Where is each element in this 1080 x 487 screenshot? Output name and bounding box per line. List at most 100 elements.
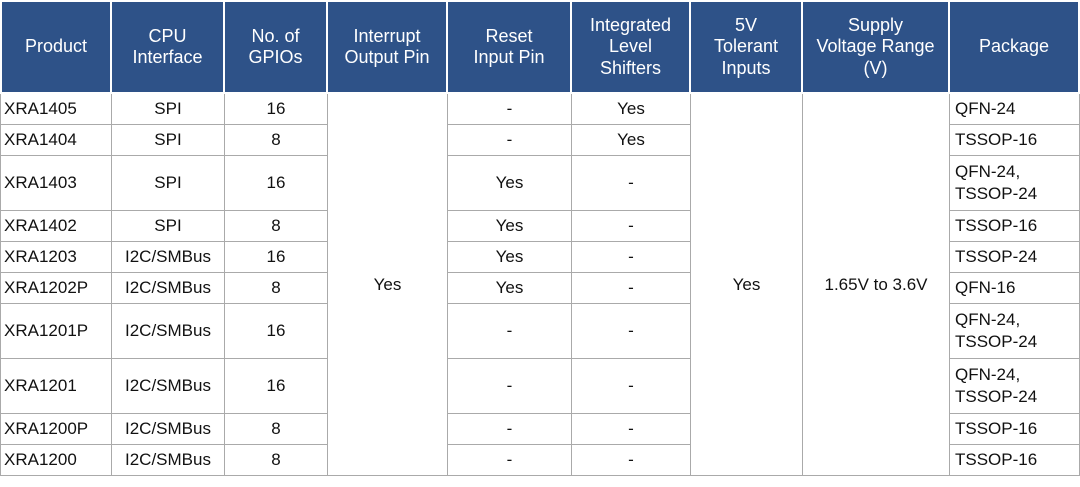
cell-no-of-gpios: 16: [225, 156, 328, 211]
column-header-interrupt-output-pin: Interrupt Output Pin: [328, 0, 448, 94]
cell-integrated-level-shifters: -: [572, 156, 691, 211]
package-line: TSSOP-16: [955, 216, 1038, 236]
cell-integrated-level-shifters: -: [572, 445, 691, 476]
cell-cpu-interface: I2C/SMBus: [112, 304, 225, 359]
column-header-product: Product: [0, 0, 112, 94]
cell-no-of-gpios: 8: [225, 445, 328, 476]
column-header-5v-tolerant-inputs-line2: Tolerant: [713, 36, 779, 57]
column-header-reset-input-pin: Reset Input Pin: [448, 0, 572, 94]
package-line: TSSOP-24: [955, 332, 1038, 351]
package-line: QFN-24,: [955, 365, 1021, 385]
column-header-package-label: Package: [978, 36, 1050, 57]
cell-cpu-interface: SPI: [112, 125, 225, 156]
table-header: Product CPU Interface No. of GPIOs Inter…: [0, 0, 1080, 94]
cell-package: TSSOP-16: [950, 211, 1080, 242]
cell-reset-input-pin: -: [448, 414, 572, 445]
cell-reset-input-pin: Yes: [448, 156, 572, 211]
cell-integrated-level-shifters: -: [572, 359, 691, 414]
cell-integrated-level-shifters: -: [572, 242, 691, 273]
cell-integrated-level-shifters: -: [572, 304, 691, 359]
cell-no-of-gpios: 16: [225, 94, 328, 125]
column-header-integrated-level-shifters: Integrated Level Shifters: [572, 0, 691, 94]
cell-reset-input-pin: -: [448, 304, 572, 359]
package-line: TSSOP-24: [955, 247, 1038, 267]
cell-no-of-gpios: 8: [225, 125, 328, 156]
cell-reset-input-pin: -: [448, 445, 572, 476]
cell-integrated-level-shifters: Yes: [572, 125, 691, 156]
column-header-supply-voltage-range-line2: Voltage Range: [816, 36, 935, 57]
package-line: TSSOP-24: [955, 184, 1038, 203]
package-line: TSSOP-16: [955, 419, 1038, 439]
package-line: QFN-24,: [955, 162, 1021, 182]
column-header-cpu-interface: CPU Interface: [112, 0, 225, 94]
cell-package: QFN-24, TSSOP-24: [950, 156, 1080, 211]
cell-product: XRA1403: [0, 156, 112, 211]
package-line: TSSOP-24: [955, 387, 1038, 406]
cell-no-of-gpios: 16: [225, 359, 328, 414]
column-header-no-of-gpios-line2: GPIOs: [248, 47, 303, 67]
cell-cpu-interface: I2C/SMBus: [112, 273, 225, 304]
cell-package: TSSOP-16: [950, 414, 1080, 445]
cell-package: QFN-24, TSSOP-24: [950, 359, 1080, 414]
column-header-5v-tolerant-inputs: 5V Tolerant Inputs: [691, 0, 803, 94]
column-header-interrupt-output-pin-line1: Interrupt: [353, 25, 421, 46]
cell-no-of-gpios: 16: [225, 242, 328, 273]
column-header-5v-tolerant-inputs-line3: Inputs: [721, 57, 771, 78]
header-row: Product CPU Interface No. of GPIOs Inter…: [0, 0, 1080, 94]
cell-reset-input-pin: Yes: [448, 242, 572, 273]
column-header-package: Package: [950, 0, 1080, 94]
cell-interrupt-output-pin-merged: Yes: [328, 94, 448, 476]
column-header-reset-input-pin-line2: Input Pin: [473, 47, 545, 67]
cell-package: QFN-24,TSSOP-24: [950, 304, 1080, 359]
column-header-product-label: Product: [24, 36, 88, 57]
product-comparison-table: Product CPU Interface No. of GPIOs Inter…: [0, 0, 1080, 476]
cell-product: XRA1402: [0, 211, 112, 242]
cell-integrated-level-shifters: -: [572, 414, 691, 445]
cell-package: TSSOP-24: [950, 242, 1080, 273]
cell-reset-input-pin: -: [448, 125, 572, 156]
cell-product: XRA1201: [0, 359, 112, 414]
cell-cpu-interface: I2C/SMBus: [112, 414, 225, 445]
cell-product: XRA1405: [0, 94, 112, 125]
cell-integrated-level-shifters: -: [572, 273, 691, 304]
column-header-supply-voltage-range-line1: Supply: [847, 15, 904, 36]
column-header-cpu-interface-line2: Interface: [132, 47, 203, 67]
column-header-interrupt-output-pin-line2: Output Pin: [344, 47, 430, 67]
cell-no-of-gpios: 16: [225, 304, 328, 359]
cell-package: QFN-24: [950, 94, 1080, 125]
cell-reset-input-pin: -: [448, 359, 572, 414]
cell-reset-input-pin: Yes: [448, 211, 572, 242]
cell-integrated-level-shifters: -: [572, 211, 691, 242]
cell-cpu-interface: SPI: [112, 156, 225, 211]
package-line: TSSOP-16: [955, 130, 1038, 150]
column-header-no-of-gpios: No. of GPIOs: [225, 0, 328, 94]
column-header-no-of-gpios-line1: No. of: [251, 25, 300, 46]
package-line: QFN-16: [955, 278, 1016, 298]
cell-cpu-interface: SPI: [112, 94, 225, 125]
column-header-supply-voltage-range-line3: (V): [863, 57, 888, 78]
cell-reset-input-pin: -: [448, 94, 572, 125]
package-line: QFN-24: [955, 99, 1016, 119]
column-header-reset-input-pin-line1: Reset: [485, 25, 533, 46]
cell-reset-input-pin: Yes: [448, 273, 572, 304]
cell-package: TSSOP-16: [950, 445, 1080, 476]
cell-product: XRA1202P: [0, 273, 112, 304]
cell-supply-voltage-range-merged: 1.65V to 3.6V: [803, 94, 950, 476]
cell-product: XRA1203: [0, 242, 112, 273]
cell-integrated-level-shifters: Yes: [572, 94, 691, 125]
cell-package: TSSOP-16: [950, 125, 1080, 156]
cell-product: XRA1404: [0, 125, 112, 156]
cell-no-of-gpios: 8: [225, 273, 328, 304]
cell-package: QFN-16: [950, 273, 1080, 304]
